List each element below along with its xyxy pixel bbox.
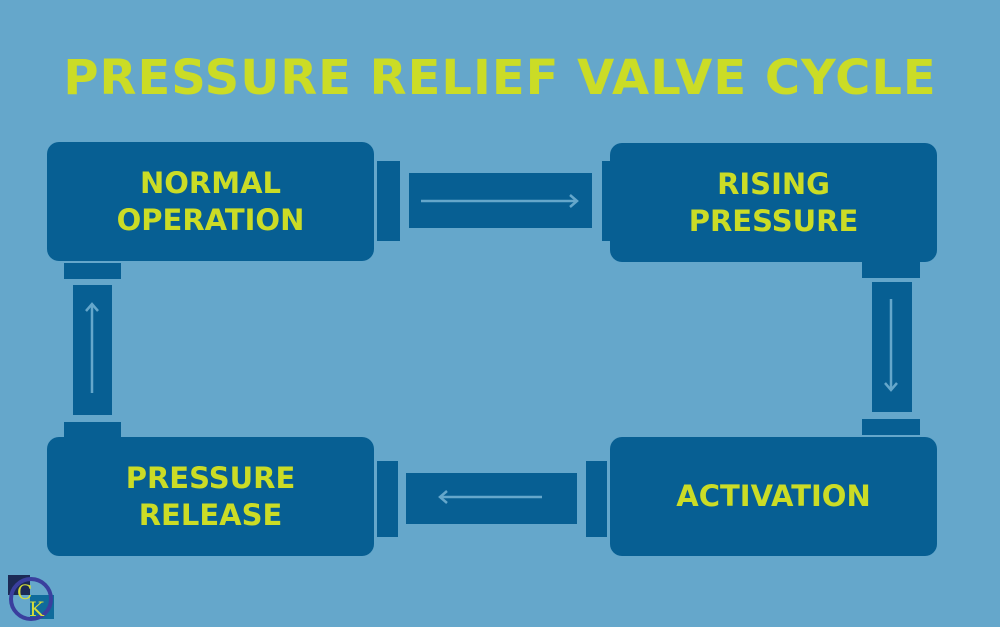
ck-logo: C K (8, 575, 54, 621)
flange-block (377, 161, 400, 241)
node-label: PRESSURE (688, 203, 859, 238)
node-label: RISING (717, 166, 830, 201)
flange-block (377, 461, 398, 537)
flange-block (586, 461, 607, 537)
arrow-left-icon (438, 490, 542, 504)
node-label: OPERATION (116, 202, 305, 237)
connector-pipe (406, 473, 577, 524)
flange-block (862, 262, 920, 278)
node-label: NORMAL (139, 165, 282, 200)
arrow-up-icon (85, 302, 99, 393)
svg-text:K: K (29, 597, 45, 621)
node-label: ACTIVATION (676, 479, 871, 513)
node-label: PRESSURE (125, 460, 296, 495)
svg-text:C: C (17, 580, 32, 604)
arrow-right-icon (421, 194, 579, 208)
arrow-down-icon (884, 299, 898, 392)
flange-block (64, 422, 121, 438)
flange-block (602, 161, 614, 241)
flange-block (64, 263, 121, 279)
node-activation: ACTIVATION (610, 437, 937, 556)
node-label: RELEASE (138, 497, 283, 532)
flange-block (862, 419, 920, 435)
diagram-title: PRESSURE RELIEF VALVE CYCLE (63, 50, 937, 106)
